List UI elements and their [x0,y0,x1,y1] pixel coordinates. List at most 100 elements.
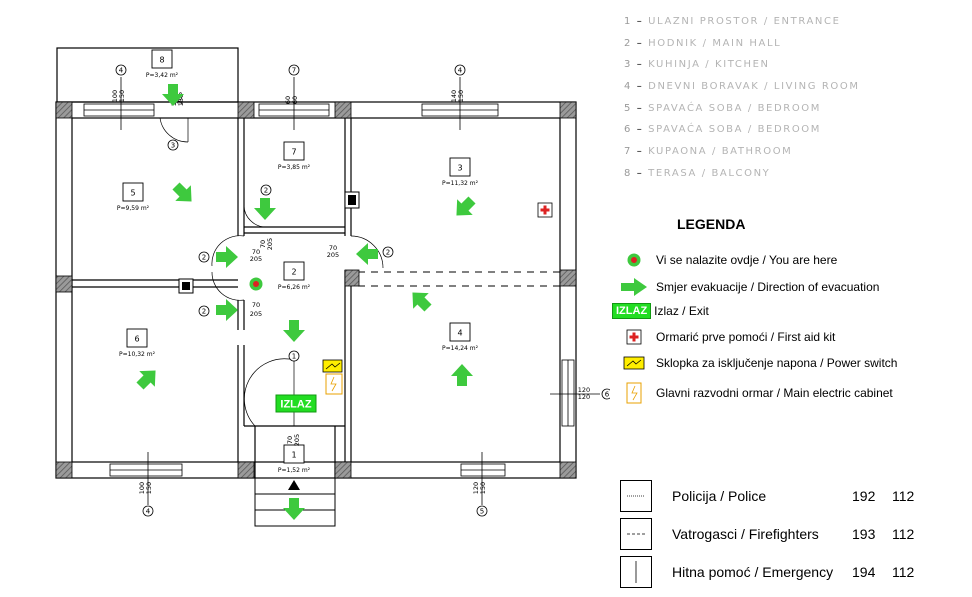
phone-row-police: Policija / Police 192 112 [620,477,922,515]
room-number-box [151,49,173,69]
window-dimension: 100 [138,482,146,494]
first-aid-icon [612,329,656,345]
room-number-box [449,322,471,342]
section-marker-circle [115,64,127,76]
room-index-text: KUPAONA / BATHROOM [648,146,793,158]
room-area: P=6,26 m² [278,284,311,291]
dashed-boundary [358,271,560,287]
window-dimension: 120 [472,482,480,494]
door-dimension: 70 [329,244,337,252]
legend-item-you-are-here: Vi se nalazite ovdje / You are here [612,252,837,268]
evacuation-arrow-icon [216,299,238,321]
door-dimension: 70 [252,301,260,309]
exit-icon: IZLAZ [275,394,317,413]
evacuation-arrows [132,84,480,520]
room-area: P=10,32 m² [119,351,156,358]
phone-number-general: 112 [892,564,915,580]
evacuation-arrow-icon [216,246,238,268]
firefighters-line-icon [620,518,652,550]
door-dimension: 70 [252,248,260,256]
window-dimension: 150 [479,482,487,494]
legend-item-exit: IZLAZ Izlaz / Exit [612,303,709,319]
phone-number-general: 112 [892,526,915,542]
phone-number-general: 112 [892,488,915,504]
room-index-item: 7 – KUPAONA / BATHROOM [624,141,860,163]
power-switch-icon [612,356,656,370]
room-area: P=11,32 m² [442,180,479,187]
room-index-text: KUHINJA / KITCHEN [648,59,770,71]
phone-number: 193 [852,526,876,542]
windows [83,103,575,477]
entrance-stairs [254,477,336,527]
window-dimension: 120 [578,386,590,394]
section-marker-circle [288,350,300,362]
room-index-number: 3 [624,59,632,71]
room-index-number: 8 [624,167,632,179]
section-marker-number: 1 [292,353,296,361]
svg-text:IZLAZ: IZLAZ [280,399,311,411]
section-marker-number: 2 [264,187,268,195]
door-dimension: 70 [259,240,267,248]
door-dimension: 205 [250,310,262,318]
phone-name: Policija / Police [672,488,767,504]
room-number-box [122,182,144,202]
room-index-item: 3 – KUHINJA / KITCHEN [624,54,860,76]
room-index-dash: – [631,16,649,27]
evacuation-arrow-icon [283,498,305,520]
window-dimension: 120 [578,393,590,401]
phone-row-emergency: Hitna pomoć / Emergency 194 112 [620,553,922,591]
room-index-dash: – [631,59,649,71]
section-marker-circle [260,184,272,196]
legend-label: Ormarić prve pomoći / First aid kit [656,330,836,344]
room-index-dash: – [631,81,649,93]
door-swings [159,117,384,427]
window-dimension: 100 [111,90,119,102]
room-number: 6 [134,335,139,344]
room-number-box [449,157,471,177]
door-dimension: 205 [327,251,339,259]
columns [55,101,577,479]
room-number-box [283,141,305,161]
window-dimension: 60 [284,96,292,104]
legend-label: Sklopka za isključenje napona / Power sw… [656,356,898,370]
door-dimension: 70 [286,436,294,444]
room-number: 1 [291,451,296,460]
section-marker-circle [198,251,210,263]
window-dimension: 150 [145,482,153,494]
window-dimension: 140 [450,90,458,102]
room-index-dash: – [631,167,649,179]
legend-label: Smjer evakuacije / Direction of evacuati… [656,280,880,294]
you-are-here-icon [612,252,656,268]
room-index-text: TERASA / BALCONY [648,167,771,179]
legend-item-first-aid: Ormarić prve pomoći / First aid kit [612,329,835,345]
room-number-box [283,261,305,281]
section-marker-number: 5 [480,508,484,516]
exit-icon: IZLAZ [612,303,652,319]
evacuation-arrow-icon [448,192,480,224]
room-index-text: DNEVNI BORAVAK / LIVING ROOM [648,81,860,93]
electric-cabinet-icon [612,382,656,404]
power-switch-icon [322,359,343,373]
interior-walls [72,118,352,478]
section-marker-circle [454,64,466,76]
evacuation-arrow-icon [168,178,200,210]
section-marker-circle [142,505,154,517]
room-area: P=3,85 m² [278,164,311,171]
room-number: 7 [291,148,296,157]
room-number: 8 [159,56,164,65]
section-marker-number: 3 [171,142,175,150]
outer-walls [55,101,577,479]
section-marker-circle [476,505,488,517]
section-marker-number: 4 [146,508,151,516]
phone-number: 192 [852,488,876,504]
room-index-number: 6 [624,124,632,136]
room-number: 3 [457,164,462,173]
evacuation-arrow-icon [404,284,436,316]
you-are-here-icon [249,277,263,291]
section-marker-number: 2 [386,249,390,257]
legend-title: LEGENDA [677,216,746,232]
section-marker-number: 4 [458,67,463,75]
